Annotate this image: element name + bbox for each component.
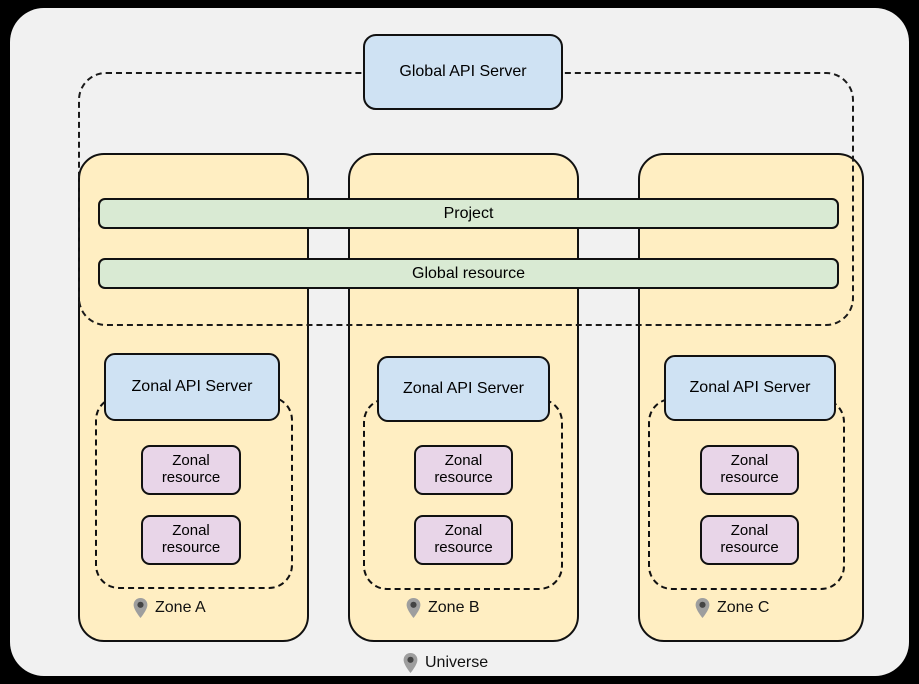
map-pin-icon	[133, 598, 148, 618]
resource-line-2: resource	[720, 539, 779, 556]
zone-b-caption-label: Zone B	[428, 599, 480, 616]
zonal-resource-a-1: Zonal resource	[141, 445, 241, 495]
resource-line-2: resource	[161, 539, 221, 556]
zonal-resource-b-1: Zonal resource	[414, 445, 513, 495]
resource-line-2: resource	[161, 469, 221, 486]
zonal-resource-b-2: Zonal resource	[414, 515, 513, 565]
map-pin-icon	[403, 653, 418, 673]
zone-a-caption: Zone A	[133, 598, 206, 618]
map-pin-icon	[695, 598, 710, 618]
resource-line-1: Zonal	[172, 452, 210, 470]
diagram-canvas: Project Global resource Global API Serve…	[10, 8, 909, 676]
universe-caption-label: Universe	[425, 654, 489, 671]
global-resource-bar: Global resource	[98, 258, 839, 289]
zone-b-caption: Zone B	[406, 598, 480, 618]
zonal-api-server-a: Zonal API Server	[104, 353, 280, 421]
zonal-api-server-b: Zonal API Server	[377, 356, 550, 422]
resource-line-2: resource	[434, 539, 493, 556]
resource-line-1: Zonal	[730, 452, 769, 470]
resource-line-2: resource	[434, 469, 493, 486]
zonal-resource-c-2: Zonal resource	[700, 515, 799, 565]
universe-boundary	[78, 72, 854, 326]
zonal-resource-c-1: Zonal resource	[700, 445, 799, 495]
resource-line-1: Zonal	[172, 522, 210, 540]
zone-c-caption-label: Zone C	[717, 599, 770, 616]
zonal-api-server-c: Zonal API Server	[664, 355, 836, 421]
resource-line-2: resource	[720, 469, 779, 486]
universe-caption: Universe	[403, 653, 488, 673]
zone-c-caption: Zone C	[695, 598, 769, 618]
global-api-server-box: Global API Server	[363, 34, 563, 110]
project-bar: Project	[98, 198, 839, 229]
map-pin-icon	[406, 598, 421, 618]
zone-a-caption-label: Zone A	[155, 599, 206, 616]
zonal-resource-a-2: Zonal resource	[141, 515, 241, 565]
resource-line-1: Zonal	[444, 452, 483, 470]
resource-line-1: Zonal	[444, 522, 483, 540]
resource-line-1: Zonal	[730, 522, 769, 540]
